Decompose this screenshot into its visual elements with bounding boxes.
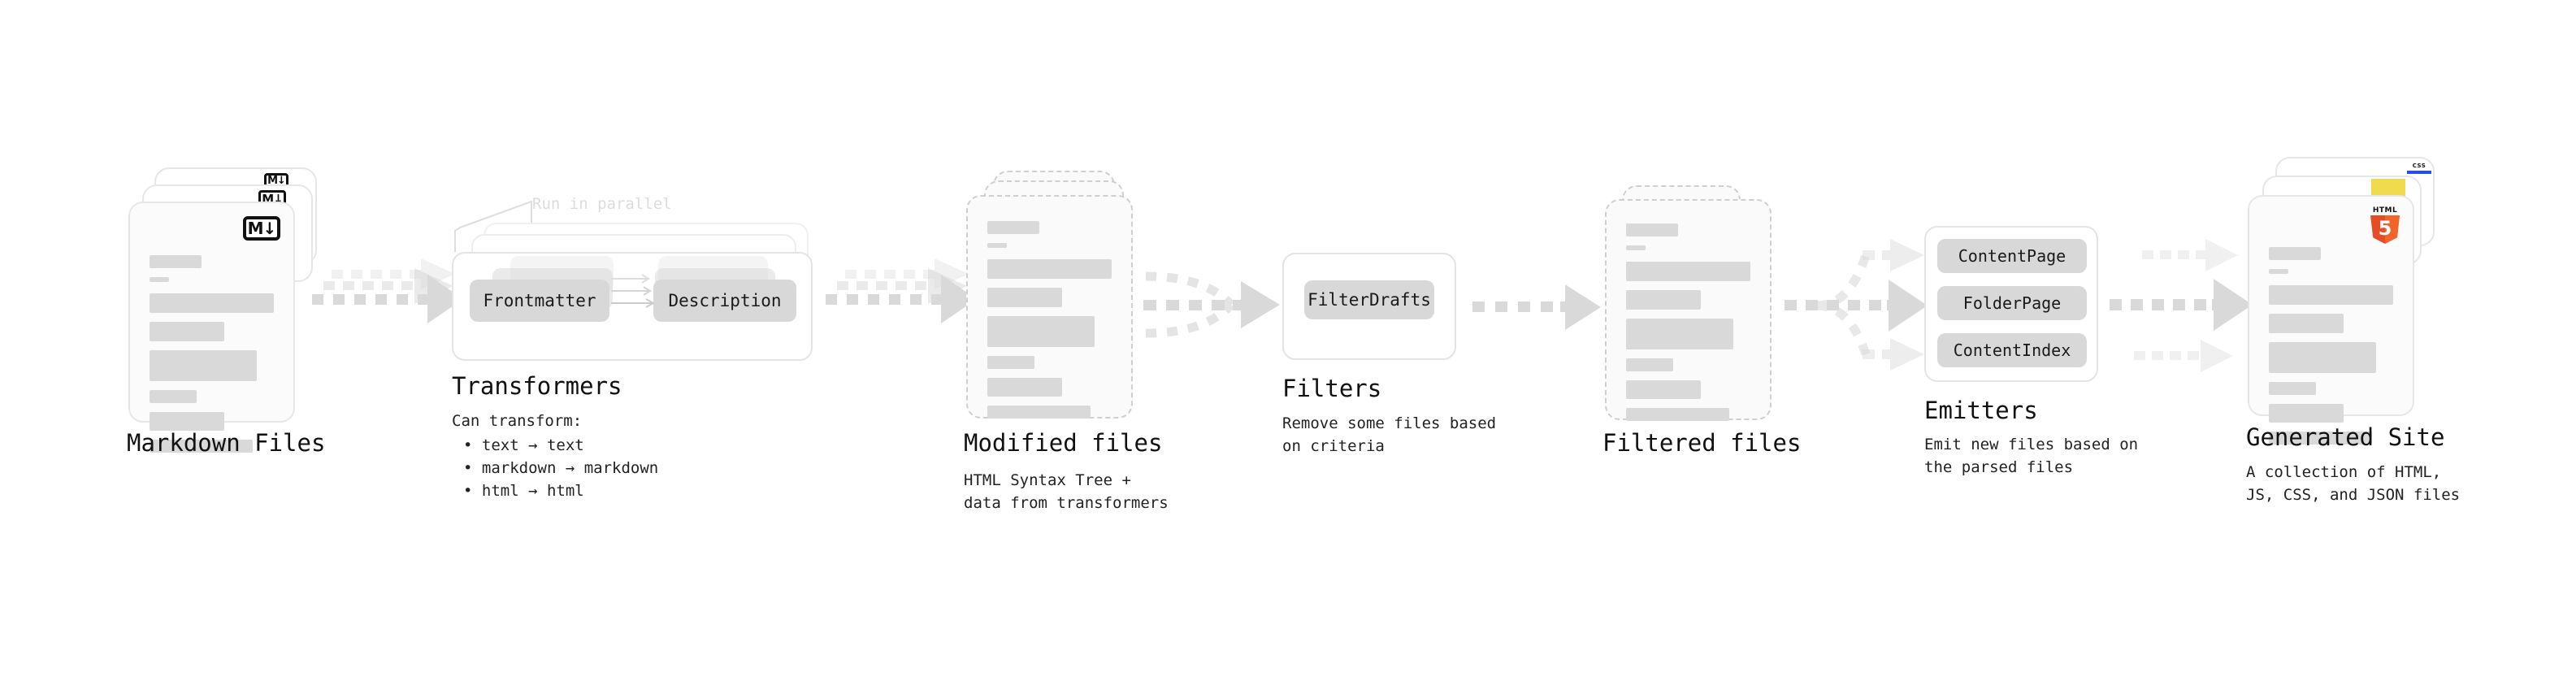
transformers-bullet-1: • markdown → markdown — [463, 459, 659, 477]
doc-content-placeholder — [150, 255, 274, 462]
page-title-transformers: Transformers — [452, 372, 622, 400]
doc-bar — [150, 322, 224, 341]
doc-bar — [987, 288, 1062, 307]
doc-bar — [2269, 342, 2376, 373]
page-title-generated-site: Generated Site — [2246, 423, 2445, 451]
connector-transformers-to-modified — [826, 258, 977, 323]
connector-modified-to-filters-merge — [1143, 271, 1280, 338]
site-doc-front: HTML 5 — [2248, 195, 2414, 445]
html5-logo-icon: HTML 5 — [2369, 206, 2401, 244]
transformers-bullet-2: • html → html — [463, 482, 584, 500]
filter-chip-filterdrafts[interactable]: FilterDrafts — [1304, 280, 1434, 319]
markdown-logo-icon: M↓ — [243, 216, 280, 241]
doc-bar — [2269, 432, 2372, 445]
doc-bar — [150, 350, 257, 381]
doc-bar — [150, 255, 202, 268]
generated-site-subtitle: A collection of HTML, JS, CSS, and JSON … — [2246, 463, 2461, 504]
html5-badge-word: HTML — [2372, 206, 2398, 215]
doc-bar — [1626, 380, 1701, 399]
page-title-modified-files: Modified files — [964, 429, 1163, 457]
filters-subtitle: Remove some files based on criteria — [1282, 414, 1497, 455]
html5-shield-inner — [2385, 215, 2400, 244]
javascript-logo-icon — [2371, 179, 2405, 197]
doc-bar — [987, 406, 1091, 419]
transformer-inner-arrows — [611, 274, 656, 308]
doc-bar — [2269, 314, 2344, 333]
doc-bar — [1626, 408, 1729, 421]
doc-bar — [987, 259, 1112, 279]
doc-bar — [1626, 223, 1678, 236]
doc-bar — [1626, 319, 1733, 349]
doc-bar — [150, 277, 169, 282]
connector-emitters-to-site — [2110, 239, 2253, 372]
doc-bar — [2269, 382, 2317, 395]
doc-bar — [2269, 247, 2321, 260]
doc-bar — [150, 440, 253, 453]
doc-bar — [987, 221, 1039, 234]
transformer-chip-frontmatter[interactable]: Frontmatter — [470, 280, 609, 322]
filtered-doc-front — [1605, 199, 1772, 421]
emitter-chip-contentpage[interactable]: ContentPage — [1937, 239, 2087, 273]
page-title-emitters: Emitters — [1924, 397, 2038, 424]
css-badge-label: CSS — [2412, 163, 2426, 169]
page-title-markdown-files: Markdown Files — [127, 429, 326, 457]
emitter-chip-contentindex[interactable]: ContentIndex — [1937, 333, 2087, 367]
transformers-subtitle-heading: Can transform: — [452, 412, 583, 430]
doc-bar — [2269, 285, 2393, 305]
doc-bar — [987, 378, 1062, 397]
css-badge-bar — [2407, 171, 2431, 174]
doc-bar — [150, 293, 274, 313]
modified-files-subtitle: HTML Syntax Tree + data from transformer… — [964, 471, 1169, 512]
doc-bar — [2269, 404, 2344, 423]
modified-doc-front — [966, 195, 1133, 419]
doc-bar — [150, 412, 224, 431]
doc-content-placeholder — [987, 221, 1112, 427]
emitter-chip-folderpage[interactable]: FolderPage — [1937, 286, 2087, 320]
page-title-filtered-files: Filtered files — [1602, 429, 1802, 457]
markdown-doc-front: M↓ — [128, 202, 295, 453]
emitters-subtitle: Emit new files based on the parsed files — [1924, 436, 2139, 476]
doc-bar — [987, 316, 1095, 347]
doc-bar — [1626, 290, 1701, 310]
doc-content-placeholder — [2269, 247, 2393, 453]
connector-filtered-to-emitters-fork — [1785, 239, 1928, 371]
run-in-parallel-leader-line — [454, 200, 532, 252]
connector-filters-to-filtered — [1472, 284, 1601, 330]
page-title-filters: Filters — [1282, 375, 1382, 402]
transformer-chip-description[interactable]: Description — [653, 280, 796, 322]
css3-logo-icon: CSS — [2405, 163, 2433, 174]
connector-markdown-to-transformers — [312, 258, 463, 323]
run-in-parallel-annotation: Run in parallel — [532, 195, 672, 213]
doc-bar — [150, 390, 197, 403]
html5-five: 5 — [2378, 217, 2392, 240]
filters-card: FilterDrafts — [1282, 253, 1456, 360]
doc-bar — [987, 243, 1007, 248]
emitters-card: ContentPage FolderPage ContentIndex — [1924, 226, 2098, 382]
doc-bar — [1626, 245, 1646, 250]
doc-bar — [1626, 262, 1750, 281]
doc-content-placeholder — [1626, 223, 1750, 430]
doc-bar — [1626, 358, 1674, 371]
doc-bar — [2269, 269, 2288, 274]
transformers-bullet-0: • text → text — [463, 436, 584, 454]
doc-bar — [987, 356, 1035, 369]
